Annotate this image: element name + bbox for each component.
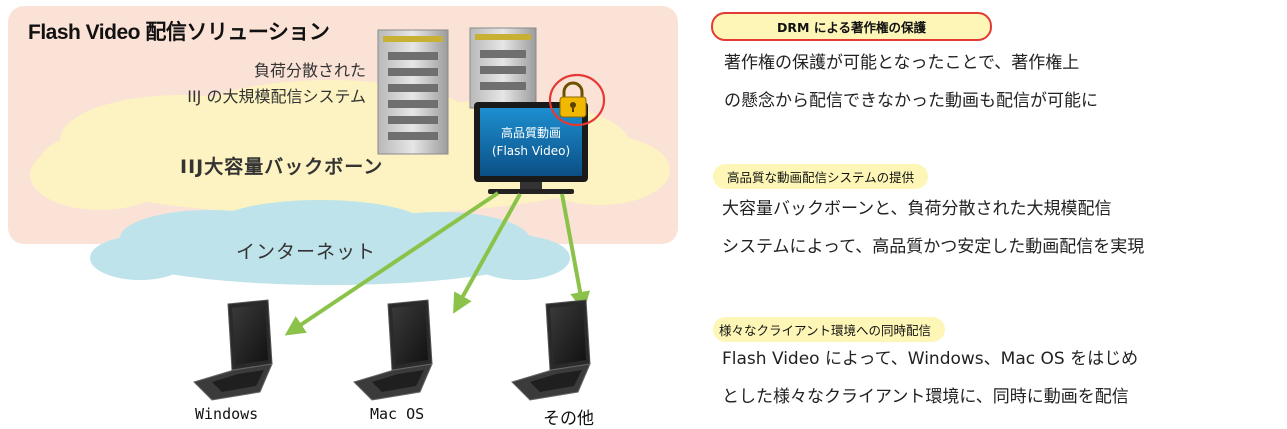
monitor-icon xyxy=(474,102,588,194)
monitor-screen-text: 高品質動画 (Flash Video) xyxy=(480,124,582,160)
section-heading-quality: 高品質な動画配信システムの提供 xyxy=(713,164,929,189)
section-heading-clients: 様々なクライアント環境への同時配信 xyxy=(713,317,946,342)
section-line: 大容量バックボーンと、負荷分散された大規模配信 xyxy=(722,199,1112,219)
section-line: Flash Video によって、Windows、Mac OS をはじめ xyxy=(722,349,1139,369)
section-line: とした様々なクライアント環境に、同時に動画を配信 xyxy=(722,387,1129,407)
highlight-ring xyxy=(548,73,606,127)
section-body-drm: 著作権の保護が可能となったことで、著作権上 の懸念から配信できなかった動画も配信… xyxy=(724,44,1098,120)
screen-line1: 高品質動画 xyxy=(500,126,561,140)
device-label-windows: Windows xyxy=(195,405,259,423)
backbone-label: IIJ大容量バックボーン xyxy=(180,156,384,178)
section-body-clients: Flash Video によって、Windows、Mac OS をはじめ とした… xyxy=(722,340,1138,416)
server-label-line2: IIJ の大規模配信システム xyxy=(187,87,366,106)
server-icon xyxy=(469,27,537,109)
server-label-line1: 負荷分散された xyxy=(253,61,366,80)
section-heading-drm: DRM による著作権の保護 xyxy=(711,12,992,41)
distribution-diagram xyxy=(8,6,678,401)
device-label-macos: Mac OS xyxy=(370,405,425,423)
internet-label: インターネット xyxy=(236,241,377,263)
laptop-icon xyxy=(511,299,591,401)
section-line: システムによって、高品質かつ安定した動画配信を実現 xyxy=(722,237,1145,257)
section-line: 著作権の保護が可能となったことで、著作権上 xyxy=(724,53,1080,73)
diagram-title: Flash Video 配信ソリューション xyxy=(28,21,330,44)
lock-icon xyxy=(559,81,587,118)
laptop-icon xyxy=(353,299,433,401)
screen-line2: (Flash Video) xyxy=(491,144,571,158)
laptop-icon xyxy=(193,299,273,401)
delivery-arrows xyxy=(284,191,591,336)
server-icon xyxy=(377,29,449,155)
device-label-other: その他 xyxy=(543,409,594,429)
server-label: 負荷分散された IIJ の大規模配信システム xyxy=(120,58,366,110)
section-line: の懸念から配信できなかった動画も配信が可能に xyxy=(724,91,1098,111)
section-body-quality: 大容量バックボーンと、負荷分散された大規模配信 システムによって、高品質かつ安定… xyxy=(722,190,1144,266)
